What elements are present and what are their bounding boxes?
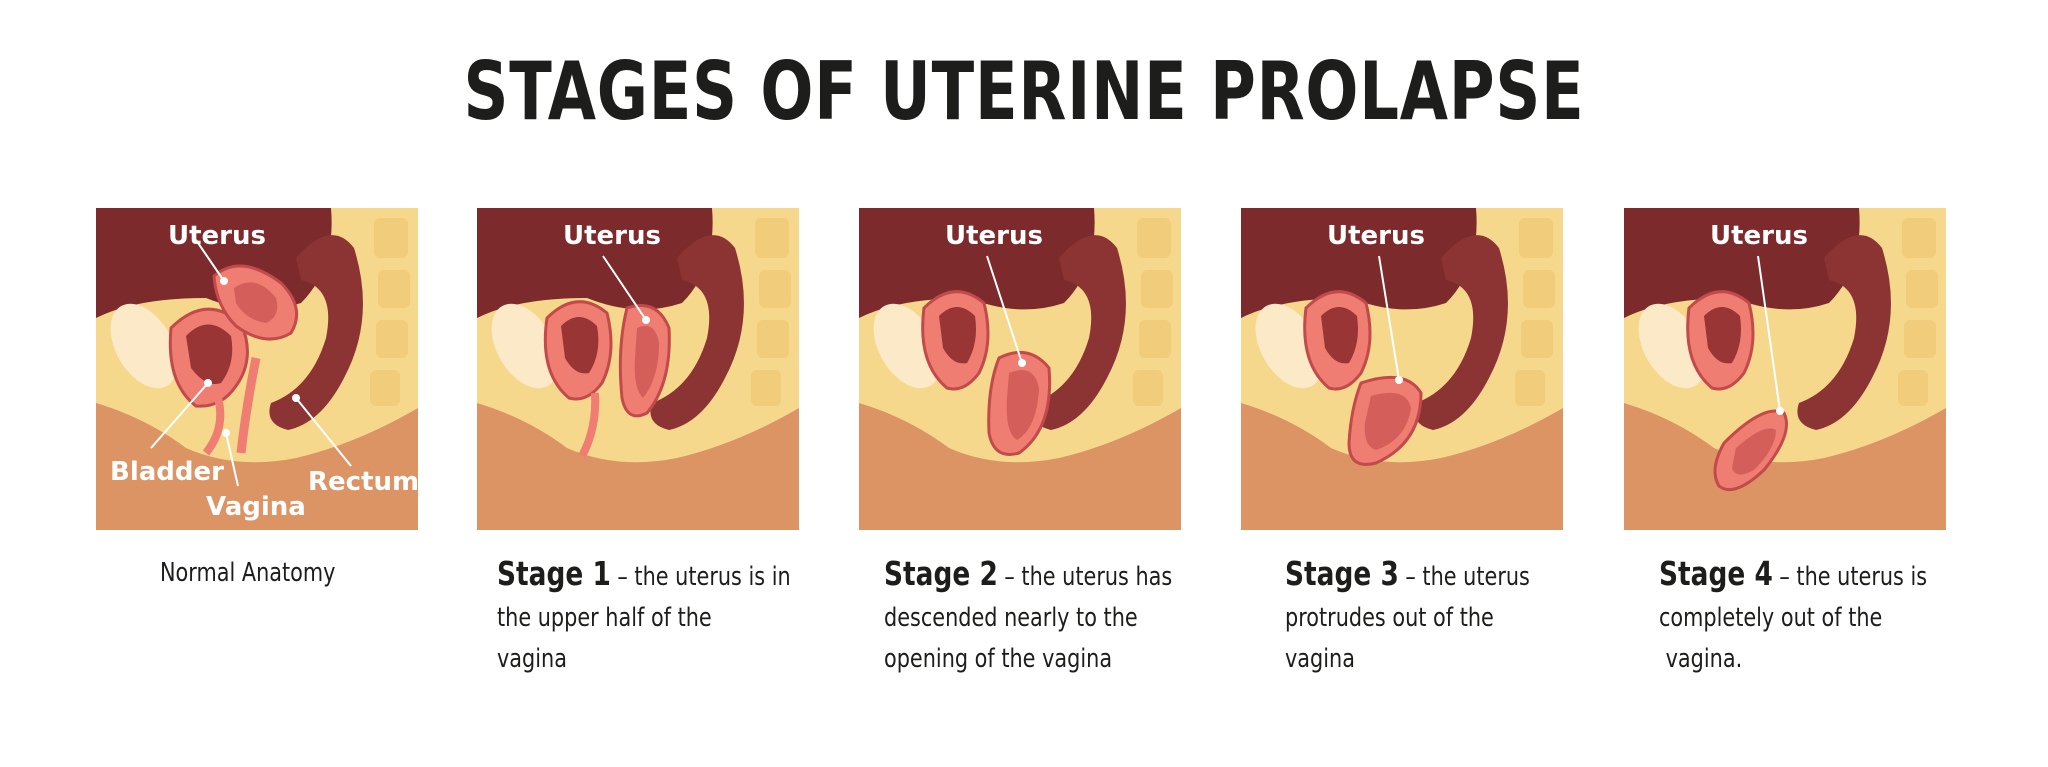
caption-line: – the uterus is [1772,562,1928,592]
panel-stage-2: Uterus [859,208,1181,530]
anatomy-illustration-stage-3: Uterus [1241,208,1563,530]
panel-stage-3: Uterus [1241,208,1563,530]
caption-stage-2: Stage 2 – the uterus has descended nearl… [884,553,1172,680]
panel-stage-1: Uterus [477,208,799,530]
anatomy-illustration-stage-4: Uterus [1624,208,1946,530]
label-uterus: Uterus [168,221,266,251]
caption-line: – the uterus [1398,562,1530,592]
caption-line: – the uterus has [997,562,1173,592]
caption-line: the upper half of the [497,603,712,633]
caption-line: protrudes out of the [1285,603,1494,633]
stage-name: Stage 4 [1659,554,1773,593]
caption-line: completely out of the [1659,603,1883,633]
panel-normal-anatomy: Uterus Bladder Vagina Rectum [96,208,418,530]
label-vagina: Vagina [206,492,306,522]
panel-stage-4: Uterus [1624,208,1946,530]
label-uterus: Uterus [1710,221,1808,251]
caption-line: opening of the vagina [884,644,1113,674]
anatomy-illustration-normal: Uterus Bladder Vagina Rectum [96,208,418,530]
stage-name: Stage 1 [497,554,611,593]
caption-line: – the uterus is in [610,562,791,592]
anatomy-illustration-stage-1: Uterus [477,208,799,530]
caption-line: vagina. [1659,644,1743,674]
label-uterus: Uterus [1327,221,1425,251]
caption-stage-1: Stage 1 – the uterus is in the upper hal… [497,553,791,680]
anatomy-illustration-stage-2: Uterus [859,208,1181,530]
stage-name: Stage 3 [1285,554,1399,593]
label-uterus: Uterus [563,221,661,251]
caption-line: vagina [497,644,567,674]
caption-stage-4: Stage 4 – the uterus is completely out o… [1659,553,1927,680]
caption-line: descended nearly to the [884,603,1138,633]
caption-line: vagina [1285,644,1355,674]
stage-name: Stage 2 [884,554,998,593]
page-title: STAGES OF UTERINE PROLAPSE [463,45,1585,138]
label-uterus: Uterus [945,221,1043,251]
label-rectum: Rectum [308,467,418,497]
caption-normal: Normal Anatomy [160,553,335,594]
caption-stage-3: Stage 3 – the uterus protrudes out of th… [1285,553,1530,680]
label-bladder: Bladder [110,457,224,487]
caption-line: Normal Anatomy [160,558,336,588]
